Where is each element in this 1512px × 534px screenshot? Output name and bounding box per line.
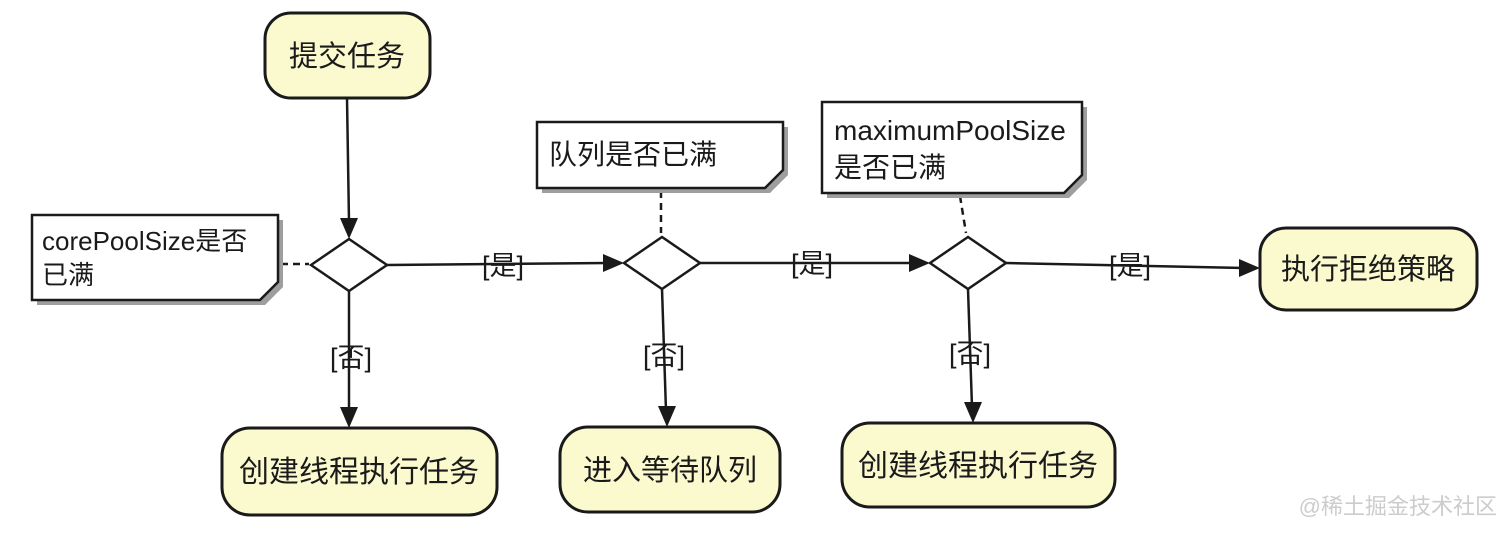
arrowhead (658, 406, 676, 427)
note-corepoolsize-line2: 已满 (42, 260, 94, 290)
decision-queue-diamond (621, 235, 703, 291)
node-enqueue-label: 进入等待队列 (583, 454, 757, 487)
edge-note-max-dashed (958, 195, 968, 234)
note-maxpoolsize-line2: 是否已满 (834, 152, 946, 183)
note-corepoolsize-line1: corePoolSize是否 (42, 226, 247, 256)
arrowhead (964, 402, 982, 423)
node-reject-label: 执行拒绝策略 (1281, 253, 1455, 286)
note-corepoolsize: corePoolSize是否 已满 (30, 213, 283, 305)
edge-max-to-create (964, 288, 982, 423)
edge-label-yes-1: [是] (482, 251, 524, 281)
arrowhead (909, 254, 930, 272)
edge-label-no-3: [否] (949, 339, 991, 369)
arrowhead (340, 218, 358, 239)
edge-core-to-create (340, 291, 358, 428)
node-create-max-label: 创建线程执行任务 (858, 450, 1098, 483)
node-start-label: 提交任务 (289, 40, 405, 73)
node-enqueue: 进入等待队列 (558, 425, 782, 514)
edge-label-no-2: [否] (643, 341, 685, 371)
edge-start-to-core-decision (340, 97, 358, 239)
note-maxpoolsize-line1: maximumPoolSize (834, 115, 1066, 146)
decision-maxpoolsize-diamond (927, 235, 1009, 291)
edge-queue-to-max-decision (700, 254, 930, 272)
edge-label-no-1: [否] (330, 343, 372, 373)
node-create-core-label: 创建线程执行任务 (239, 456, 479, 489)
edge-label-yes-3: [是] (1109, 251, 1151, 281)
node-create-max: 创建线程执行任务 (840, 421, 1117, 509)
edge-queue-to-enqueue (658, 288, 676, 427)
watermark: @稀土掘金技术社区 (1299, 494, 1497, 519)
edge-max-to-reject (1005, 259, 1260, 277)
note-queue: 队列是否已满 (535, 120, 788, 193)
node-start: 提交任务 (263, 11, 432, 100)
arrowhead (340, 407, 358, 428)
edge-label-yes-2: [是] (791, 249, 833, 279)
edge-core-to-queue-decision (386, 254, 624, 272)
arrowhead (603, 254, 624, 272)
decision-corepoolsize-diamond (308, 237, 390, 293)
node-reject: 执行拒绝策略 (1258, 226, 1479, 312)
node-create-core: 创建线程执行任务 (220, 426, 499, 517)
note-maxpoolsize: maximumPoolSize 是否已满 (820, 100, 1087, 198)
note-queue-line1: 队列是否已满 (549, 139, 717, 170)
arrowhead (1239, 259, 1260, 277)
